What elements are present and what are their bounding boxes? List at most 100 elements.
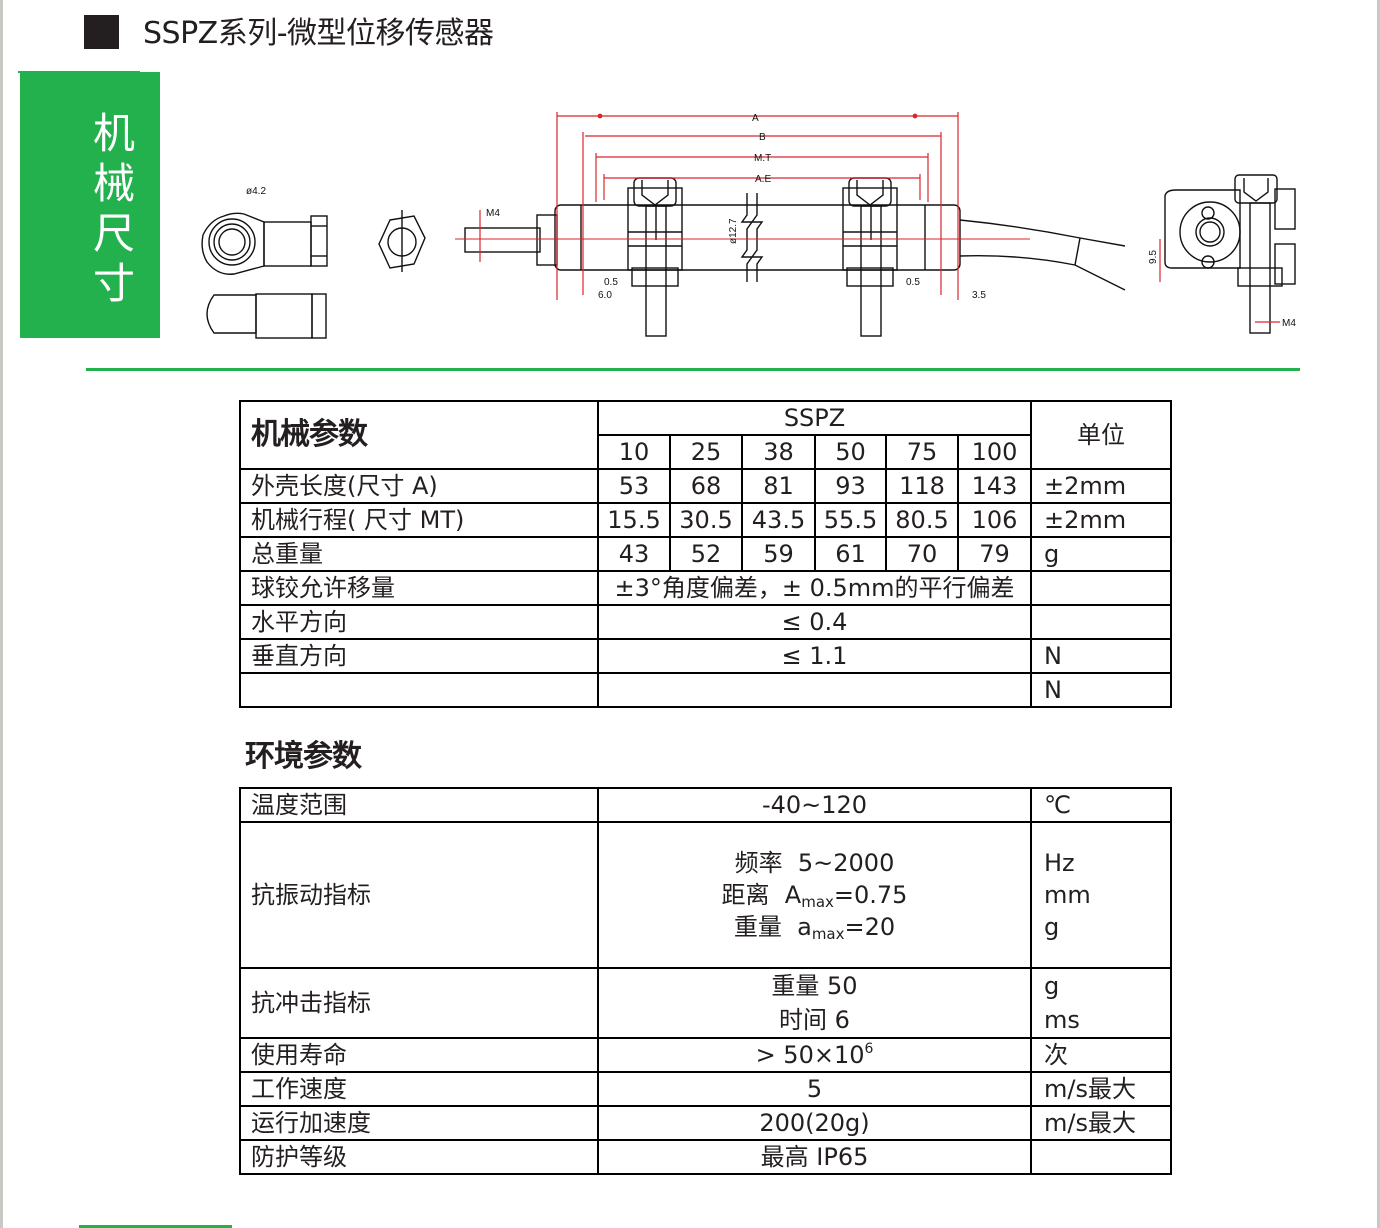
value-cell: 143 [956,468,1033,504]
table-row-life: 使用寿命 > 50×106 次 [239,1037,1172,1073]
model-cell: 38 [741,434,816,470]
model-cell: 75 [885,434,959,470]
vibration-units: Hz mm g [1030,821,1172,969]
value-cell: 59 [741,536,816,572]
row-label: 抗冲击指标 [239,967,599,1039]
title-bullet-square [84,15,119,49]
merged-value-cell: ±3°角度偏差，± 0.5mm的平行偏差 [596,570,1033,606]
environment-heading: 环境参数 [245,739,362,774]
badge-char: 寸 [92,259,135,308]
rod-end-side-icon [206,293,327,339]
row-label: 外壳长度(尺寸 A) [239,468,599,504]
unit-cell: m/s最大 [1030,1105,1172,1141]
value-cell: 70 [885,536,959,572]
vibration-line-frequency: 频率 5~2000 [734,849,895,877]
badge-char: 尺 [92,209,135,258]
unit-line: g [1044,913,1060,941]
section-badge-mechanical-dimensions: 机 械 尺 寸 [20,72,160,338]
table-row-shock: 抗冲击指标 重量 50 时间 6 g ms [239,967,1172,1039]
hex-nut-icon [378,210,426,272]
value-cell: 15.5 [597,502,671,538]
page-title: SSPZ系列-微型位移传感器 [143,16,494,51]
value-cell: 106 [956,502,1033,538]
unit-line: g [1044,972,1060,1000]
value-cell: 5 [597,1071,1032,1107]
vibration-values: 频率 5~2000 距离 Amax=0.75 重量 amax=20 [597,821,1032,969]
value-cell: 43 [597,536,671,572]
svg-text:B: B [759,132,766,143]
mechanical-heading: 机械参数 [239,400,599,470]
table-row-temperature: 温度范围 -40~120 ℃ [239,787,1172,823]
unit-cell: ℃ [1030,787,1172,823]
unit-header: 单位 [1030,400,1173,470]
svg-text:0.5: 0.5 [604,277,618,288]
page-left-edge [0,0,3,1228]
table-row-acceleration: 运行加速度 200(20g) m/s最大 [239,1105,1172,1141]
merged-value-cell [596,672,1033,708]
value-cell: 30.5 [669,502,743,538]
shock-line-weight: 重量 50 [771,972,858,1000]
row-label: 水平方向 [239,604,599,640]
model-cell: 25 [669,434,743,470]
table-row-protection: 防护等级 最高 IP65 [239,1139,1172,1175]
unit-cell [1030,570,1173,606]
value-cell: 79 [956,536,1033,572]
row-label: 机械行程( 尺寸 MT) [239,502,599,538]
page-right-edge [1377,0,1380,1228]
row-label: 垂直方向 [239,638,599,674]
table-row: 球铰允许移量 ±3°角度偏差，± 0.5mm的平行偏差 [239,570,1173,606]
footer-accent-line [79,1225,232,1228]
shock-units: g ms [1030,967,1172,1039]
unit-cell: g [1030,536,1173,572]
model-cell: 100 [956,434,1033,470]
merged-value-cell: ≤ 0.4 [596,604,1033,640]
value-cell: 61 [814,536,887,572]
unit-cell: m/s最大 [1030,1071,1172,1107]
merged-value-cell: ≤ 1.1 [596,638,1033,674]
svg-text:0.5: 0.5 [906,277,920,288]
table-row: N [239,672,1173,708]
value-cell: 80.5 [885,502,959,538]
table-row-speed: 工作速度 5 m/s最大 [239,1071,1172,1107]
unit-cell [1030,1139,1172,1175]
row-label: 温度范围 [239,787,599,823]
value-cell: 53 [597,468,671,504]
mechanical-parameters-table: 机械参数 SSPZ 单位 10 25 38 50 75 100 外壳长度(尺寸 … [239,400,1173,708]
row-label: 总重量 [239,536,599,572]
value-cell: 118 [885,468,959,504]
table-row: 垂直方向 ≤ 1.1 N [239,638,1173,674]
dim-thread-left-label: M4 [486,208,500,219]
value-cell: 93 [814,468,887,504]
svg-text:A: A [752,113,759,124]
value-cell: 68 [669,468,743,504]
unit-cell: ±2mm [1030,502,1173,538]
value-cell: 55.5 [814,502,887,538]
model-group-header: SSPZ [596,400,1033,436]
row-label: 使用寿命 [239,1037,599,1073]
table-row: 总重量 43 52 59 61 70 79 g [239,536,1173,572]
svg-text:ø12.7: ø12.7 [728,218,739,244]
unit-cell: ±2mm [1030,468,1173,504]
unit-cell [1030,604,1173,640]
value-cell: 最高 IP65 [597,1139,1032,1175]
section-divider [86,368,1300,371]
table-row-vibration: 抗振动指标 频率 5~2000 距离 Amax=0.75 重量 amax=20 … [239,821,1172,969]
svg-text:M.T: M.T [754,153,771,164]
svg-text:M4: M4 [1282,318,1296,329]
rod-end-eye-icon [201,212,328,275]
vibration-line-weight: 重量 amax=20 [733,913,896,943]
value-cell: 81 [741,468,816,504]
svg-text:9.5: 9.5 [1148,250,1159,264]
mechanical-dimension-drawing: ø4.2 M4 A B M.T A.E ø12.7 0.5 6.0 0.5 3.… [201,112,1296,339]
value-cell: > 50×106 [597,1037,1032,1073]
row-label [239,672,599,708]
table-row: 外壳长度(尺寸 A) 53 68 81 93 118 143 ±2mm [239,468,1173,504]
table-row: 水平方向 ≤ 0.4 [239,604,1173,640]
badge-char: 机 [92,109,135,158]
value-cell: 52 [669,536,743,572]
model-row: 10 25 38 50 75 100 [240,434,1171,470]
shock-line-time: 时间 6 [779,1006,850,1034]
vibration-line-distance: 距离 Amax=0.75 [721,881,908,911]
row-label: 防护等级 [239,1139,599,1175]
unit-cell: N [1030,638,1173,674]
